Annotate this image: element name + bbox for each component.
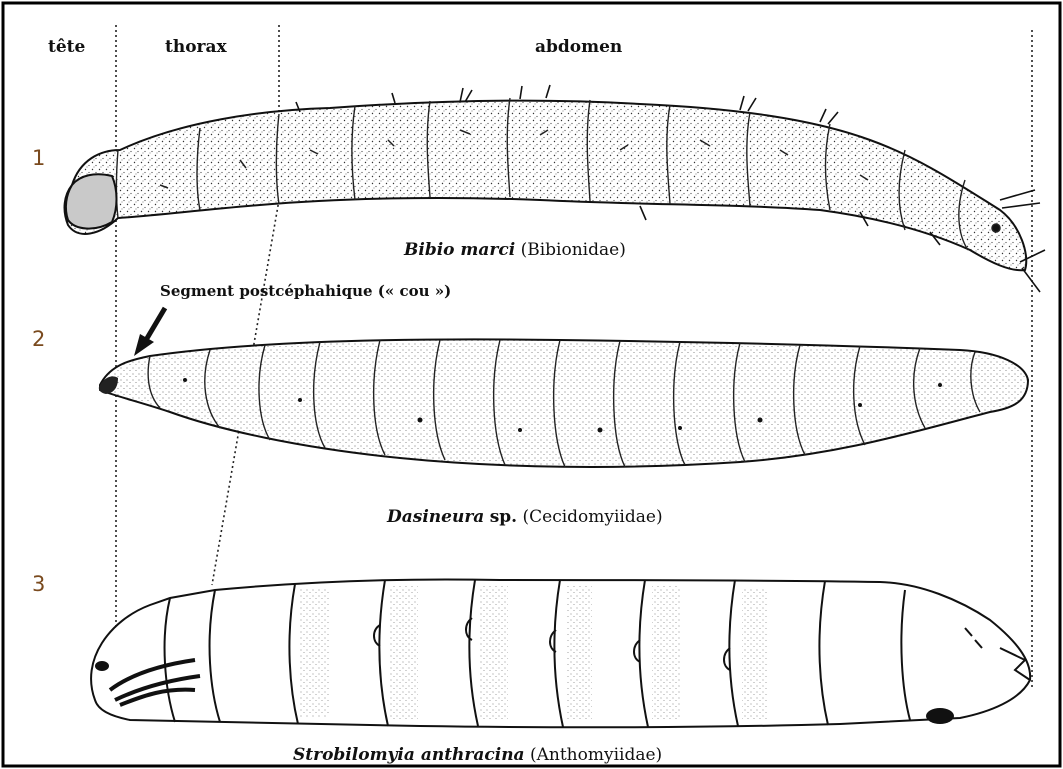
larva2-body	[100, 339, 1028, 467]
larva3-tail-dot	[926, 708, 954, 724]
larva3-body	[91, 579, 1030, 727]
caption-2-genus: Dasineura	[387, 507, 484, 527]
larva1-head	[66, 174, 117, 228]
larva-number-2: 2	[32, 327, 45, 351]
label-abdomen: abdomen	[535, 37, 622, 57]
larva-strobilomyia	[91, 579, 1030, 727]
caption-3-family: (Anthomyiidae)	[530, 745, 662, 765]
caption-1-family: (Bibionidae)	[521, 240, 626, 260]
caption-larva-2: Dasineura sp. (Cecidomyiidae)	[387, 507, 663, 527]
caption-larva-1: Bibio marci (Bibionidae)	[404, 240, 626, 260]
larva-bibio-marci	[65, 85, 1045, 292]
larva-number-1: 1	[32, 146, 45, 170]
larva-number-3: 3	[32, 572, 45, 596]
neck-annotation: Segment postcéphahique (« cou »)	[160, 282, 451, 300]
caption-2-family: (Cecidomyiidae)	[523, 507, 663, 527]
caption-3-genus: Strobilomyia anthracina	[293, 745, 525, 765]
neck-arrow	[134, 308, 165, 356]
larva3-eye	[95, 661, 109, 671]
label-thorax: thorax	[165, 37, 227, 57]
larva-dasineura	[99, 339, 1028, 467]
caption-larva-3: Strobilomyia anthracina (Anthomyiidae)	[293, 745, 662, 765]
label-tete: tête	[48, 37, 85, 57]
caption-1-genus: Bibio marci	[404, 240, 515, 260]
caption-2-suffix: sp.	[490, 507, 517, 527]
